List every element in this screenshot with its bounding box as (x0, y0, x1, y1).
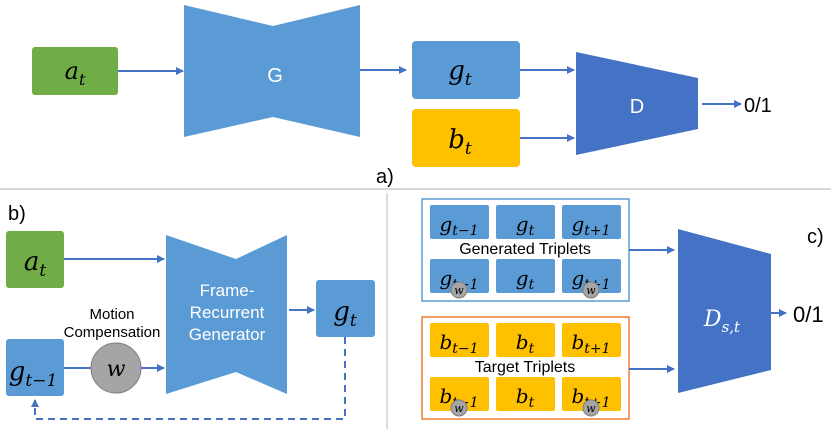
target-bottom-cell: bt−1w (430, 377, 489, 417)
generated-bottom-cell: gt+1w (562, 259, 621, 299)
warp-badge-icon (450, 399, 468, 417)
target-top-cell-label: bt−1 (439, 330, 478, 357)
generated-top-cell: gt+1 (562, 205, 621, 239)
target-bottom-cell-bg (496, 377, 555, 411)
warp-badge-icon (582, 399, 600, 417)
previous-frame-label: gt−1 (9, 357, 58, 391)
generator-label-line2: Recurrent (190, 303, 265, 322)
generated-top-cell-label: gt−1 (439, 212, 478, 239)
target-triplets-title: Target Triplets (475, 359, 575, 376)
generator-g (184, 5, 360, 137)
generated-gt-label: gt (448, 56, 472, 90)
target-bottom-cell: bt (496, 377, 555, 411)
generated-bottom-cell: gt (496, 259, 555, 293)
warp-caption-line1: Motion (89, 306, 134, 323)
generated-bottom-cell: gt−1w (430, 259, 489, 299)
generated-top-cell: gt−1 (430, 205, 489, 239)
target-top-cell: bt (496, 323, 555, 357)
warp-label: w (107, 357, 126, 382)
target-top-cell-bg (496, 323, 555, 357)
warp-badge-label: w (586, 284, 596, 297)
dst-label: Ds,t (703, 307, 741, 336)
warp-badge-label: w (454, 284, 464, 297)
warp-caption-line2: Compensation (64, 324, 161, 341)
discriminator-d-label: D (630, 96, 644, 118)
generated-top-cell-bg (496, 205, 555, 239)
panel-a-label: a) (376, 166, 394, 188)
target-top-cell-label: bt (516, 330, 535, 357)
input-a-label: at (65, 57, 86, 89)
warp-badge-label: w (586, 402, 596, 415)
target-top-cell: bt−1 (430, 323, 489, 357)
generator-g-label: G (267, 65, 283, 87)
input-a-box (32, 47, 118, 95)
warp-badge-icon (450, 281, 468, 299)
generated-top-cell-bg (430, 205, 489, 239)
generated-top-cell: gt (496, 205, 555, 239)
warp-badge-label: w (454, 402, 464, 415)
generated-bottom-cell-bg (562, 259, 621, 293)
target-bt-box (412, 109, 520, 167)
output-gt-label-b: gt (333, 297, 357, 331)
warp-badge-icon (582, 281, 600, 299)
panel-c: c) gt−1 gt gt+1 gt−1w gt gt+1w Generated Trip… (421, 198, 824, 420)
generator-label-line3: Generator (189, 325, 266, 344)
target-bottom-cell-bg (430, 377, 489, 411)
generated-top-cell-label: gt (516, 212, 535, 239)
target-top-cell-bg (562, 323, 621, 357)
target-bottom-cell-bg (562, 377, 621, 411)
target-top-cell-label: bt+1 (571, 330, 610, 357)
output-c-label: 0/1 (793, 302, 824, 327)
panel-b-label: b) (8, 203, 26, 225)
target-top-cell: bt+1 (562, 323, 621, 357)
spatio-temporal-discriminator (678, 229, 771, 393)
generated-top-cell-bg (562, 205, 621, 239)
input-a-box-b (6, 231, 64, 288)
frame-recurrent-generator (166, 235, 287, 394)
target-bottom-cell: bt+1w (562, 377, 621, 417)
discriminator-d (576, 52, 698, 155)
output-gt-box-b (316, 280, 375, 337)
generated-bottom-cell-label: gt (516, 266, 535, 293)
generator-label-line1: Frame- (200, 281, 255, 300)
generated-bottom-cell-bg (496, 259, 555, 293)
generated-bottom-cell-bg (430, 259, 489, 293)
panel-b: b) at gt−1 w Motion Compensation Frame- … (6, 203, 375, 420)
target-bottom-cell-label: bt (516, 384, 535, 411)
output-a-label: 0/1 (744, 95, 772, 117)
panel-c-label: c) (807, 226, 824, 248)
target-bt-label: bt (448, 125, 472, 159)
generated-triplet-cells: gt−1 gt gt+1 gt−1w gt gt+1w (430, 205, 621, 299)
panel-a: at G gt bt D 0/1 a) (32, 5, 772, 188)
recurrent-feedback-arrow (31, 337, 346, 420)
target-top-cell-bg (430, 323, 489, 357)
generated-top-cell-label: gt+1 (571, 212, 610, 239)
target-triplet-cells: bt−1 bt bt+1 bt−1w bt bt+1w (430, 323, 621, 417)
input-a-label-b: at (24, 247, 47, 281)
generated-triplets-title: Generated Triplets (459, 241, 591, 258)
generated-gt-box (412, 41, 520, 99)
previous-frame-box (6, 339, 64, 396)
